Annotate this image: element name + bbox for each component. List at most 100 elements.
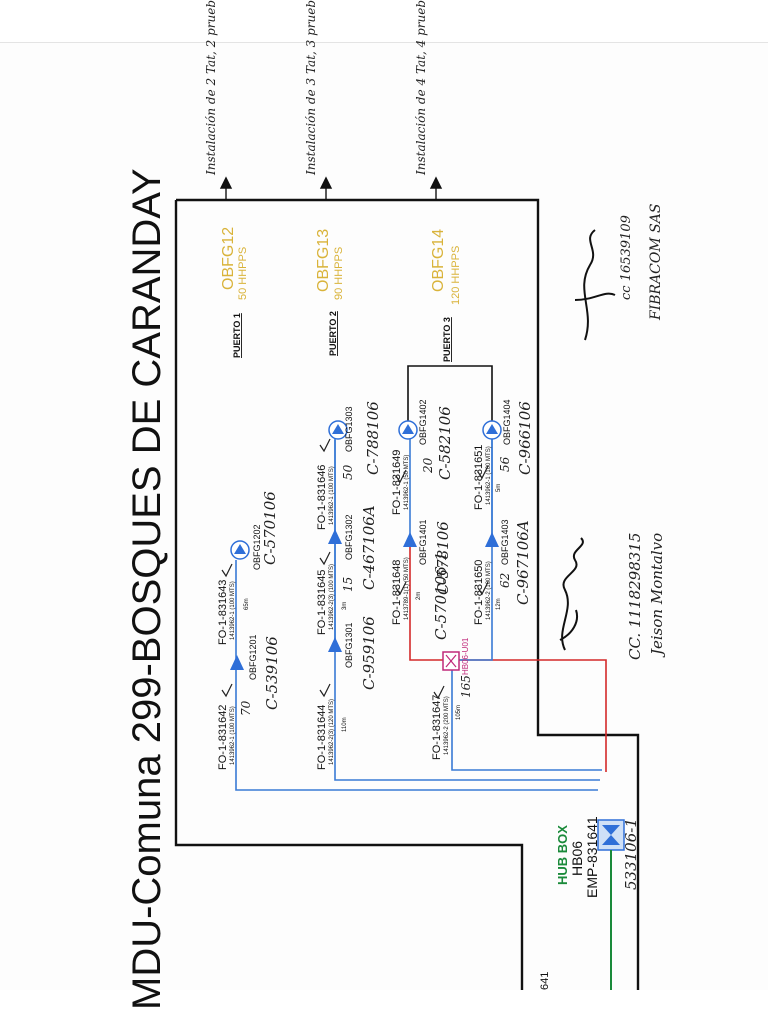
- node-id: OBFG1403: [500, 519, 510, 565]
- check-icon: [319, 551, 331, 566]
- port-3-label: PUERTO 3: [442, 317, 452, 362]
- check-icon: [319, 683, 331, 698]
- signature-2: cc 16539109 FIBRACOM SAS: [574, 204, 664, 341]
- port-1-label: PUERTO 1: [232, 313, 242, 358]
- fiber-routes: [235, 430, 607, 791]
- node-id: OBFG1303: [344, 406, 354, 452]
- arrow-up-icon: [219, 176, 233, 189]
- distance-label: 3m: [342, 602, 348, 610]
- port-2-label: PUERTO 2: [328, 311, 338, 356]
- note-arrows: [219, 176, 443, 200]
- node-1201-icon: [230, 655, 244, 670]
- node-code: C-467106A: [360, 505, 378, 590]
- hub-box-edge-text: 641: [539, 972, 551, 990]
- node-id: OBFG1202: [252, 524, 262, 570]
- node-code: C-578106: [434, 521, 452, 595]
- distance-labels: 110m 65m 3m 2m 105m 12m 5m: [244, 484, 502, 732]
- check-icon: [221, 683, 233, 698]
- port-1-obfg: OBFG12: [220, 227, 237, 290]
- hub-box-arrow-icon: [602, 825, 620, 835]
- cable-hand: 62: [498, 573, 512, 588]
- cable-labels: FO-1-831642 1413962-1 (100 MTS) FO-1-831…: [217, 445, 492, 770]
- node-id: OBFG1302: [344, 514, 354, 560]
- node-1402-inner-icon: [402, 424, 414, 434]
- port-3-note: Instalación de 4 Tat, 4 prueba de potenc…: [414, 0, 428, 176]
- diagram-title: MDU-Comuna 299-BOSQUES DE CARANDAY: [125, 168, 169, 1010]
- node-code: C-570106: [261, 491, 279, 565]
- obfg-nodes: [230, 420, 502, 671]
- page-top-margin: [0, 0, 768, 43]
- fiber-route-port2: [334, 440, 600, 781]
- check-icon: [433, 685, 445, 700]
- cable-hand: 56: [498, 456, 512, 472]
- node-id: OBFG1402: [418, 399, 428, 445]
- node-1302-icon: [328, 529, 342, 544]
- cable-hand: 15: [341, 577, 355, 592]
- node-code: C-582106: [436, 406, 454, 480]
- cable-id: FO-1-831649: [391, 450, 403, 515]
- port-1-note: Instalación de 2 Tat, 2 prueba de Potenc…: [204, 0, 218, 176]
- port-2-note: Instalación de 3 Tat, 3 prueba de Potenc…: [304, 0, 318, 176]
- cable-id: FO-1-831642: [217, 705, 229, 770]
- node-1202-inner-icon: [234, 544, 246, 554]
- cable-id: FO-1-831647: [431, 695, 443, 760]
- node-1404-inner-icon: [486, 424, 498, 434]
- port-2-hhpps: 90 HHPPS: [333, 247, 345, 300]
- check-icon: [477, 465, 489, 480]
- node-code: C-966106: [516, 401, 534, 475]
- distance-label: 110m: [342, 717, 348, 732]
- cable-spec: 1413962-1 (100 MTS): [230, 581, 236, 640]
- hub-box: HUB BOX HB06 EMP-831641 533106-1 641: [539, 816, 640, 990]
- port-3-obfg: OBFG14: [430, 229, 447, 292]
- check-icon: [221, 563, 233, 578]
- hub-box-note: 533106-1: [622, 818, 640, 890]
- port3-branch: [407, 365, 493, 430]
- signature-1-id: CC. 1118298315: [626, 533, 644, 660]
- node-id: OBFG1301: [344, 622, 354, 668]
- fiber-route-port1: [235, 655, 598, 791]
- hub-box-label: HUB BOX: [555, 825, 570, 885]
- cable-hand: 165: [459, 675, 473, 698]
- page-bottom-margin: [0, 990, 768, 1024]
- node-code: C-967106A: [514, 520, 532, 605]
- cable-id: FO-1-831646: [316, 465, 328, 530]
- signature-1-name: Jeison Montalvo: [648, 533, 666, 658]
- fiber-route-port3: [451, 665, 602, 771]
- node-id: OBFG1201: [248, 634, 258, 680]
- port-3-hhpps: 120 HHPPS: [450, 246, 462, 305]
- check-icon: [477, 581, 489, 596]
- cable-hand: 70: [239, 700, 253, 716]
- node-codes: C-539106 C-570106 C-959106 C-467106A C-7…: [261, 401, 534, 710]
- frame-outline-right: [176, 198, 640, 990]
- node-1401-icon: [403, 532, 417, 547]
- node-1301-icon: [328, 637, 342, 652]
- check-icon: [319, 438, 331, 453]
- cable-spec: 1413962-2 (100 MTS): [486, 561, 492, 620]
- frame-outline: [174, 200, 524, 990]
- cable-id: FO-1-831650: [473, 560, 485, 625]
- cable-spec: 1413962-2(3) (100 MTS): [329, 564, 335, 630]
- node-id: OBFG1401: [418, 519, 428, 565]
- node-1303-inner-icon: [332, 424, 344, 434]
- port-2-obfg: OBFG13: [315, 229, 332, 292]
- signature-2-name: FIBRACOM SAS: [648, 204, 664, 321]
- distance-label: 2m: [416, 592, 422, 600]
- node-1403-icon: [485, 532, 499, 547]
- node-code: C-959106: [360, 616, 378, 690]
- cable-spec: 1413962-1 (100 MTS): [230, 706, 236, 765]
- cable-spec: 1413962-2(3) (120 MTS): [329, 699, 335, 765]
- cable-id: FO-1-831643: [217, 580, 229, 645]
- cable-id: FO-1-831648: [391, 560, 403, 625]
- arrow-up-icon: [319, 176, 333, 189]
- check-icon: [395, 581, 407, 596]
- node-id: OBFG1404: [502, 399, 512, 445]
- cable-id: FO-1-831651: [473, 445, 485, 510]
- splitter-code: C-570106-1: [432, 552, 450, 640]
- signature-2-id: cc 16539109: [619, 215, 634, 300]
- cable-spec: 1413962-1 (100 MTS): [329, 466, 335, 525]
- hub-box-emp: EMP-831641: [584, 816, 600, 898]
- distance-label: 12m: [496, 598, 502, 610]
- cable-spec: 1413789-1(1) (50 MTS): [404, 557, 410, 620]
